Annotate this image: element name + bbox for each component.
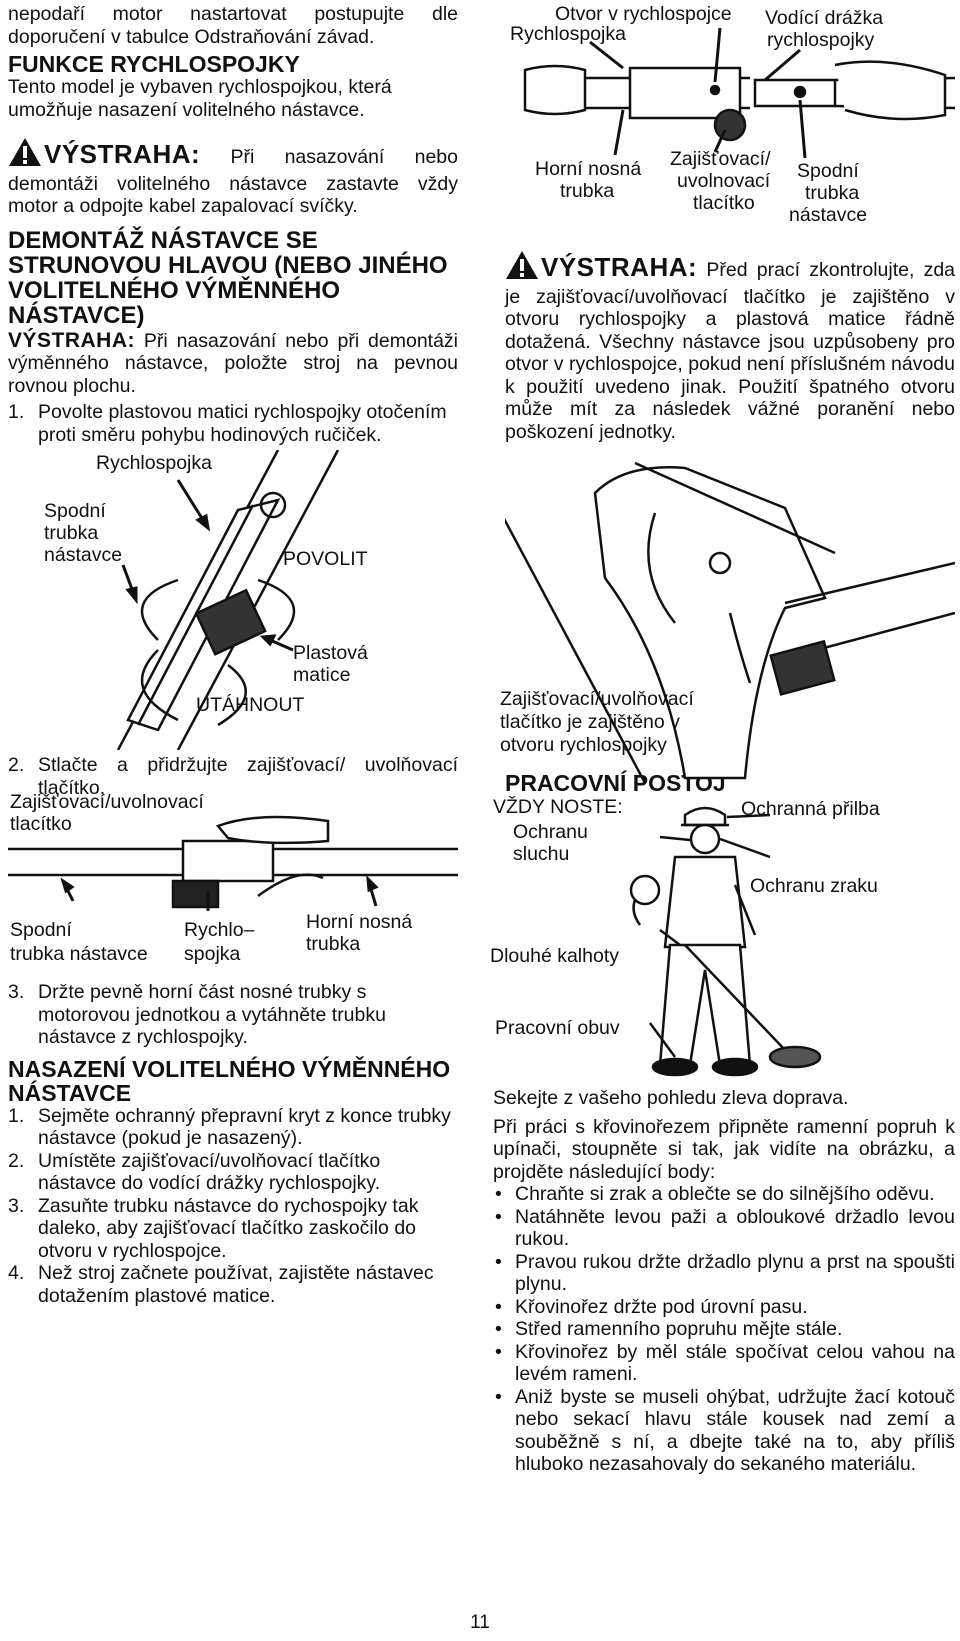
locked-button-drawing — [505, 461, 955, 783]
quick-coupler-text: Tento model je vybaven rychlospojkou, kt… — [8, 76, 392, 121]
list-item: Chraňte si zrak a oblečte se do silnější… — [493, 1183, 955, 1206]
label-lower-tube-3: nástavce — [44, 544, 123, 566]
label-always-wear: VŽDY NOSTE: — [493, 796, 623, 818]
removal-step-2: 2.Stlačte a přidržujte zajišťovací/ uvol… — [8, 754, 458, 799]
label-coupler-hole: Otvor v rychlospojce — [555, 3, 732, 25]
label-coupler-b: spojka — [184, 943, 241, 965]
label-upper-shaft-b: trubka — [306, 933, 361, 955]
label-lower-tube-b: trubka nástavce — [10, 943, 148, 965]
press-button-drawing — [8, 815, 458, 911]
figure-press-button: Zajišťovací/uvolnovací tlacítko Spodní t… — [8, 791, 458, 981]
removal-step-3: 3.Držte pevně horní část nosné trubky s … — [8, 981, 386, 1048]
label-locked-2: tlačítko je zajištěno v — [500, 711, 680, 733]
label-coupler: Rychlospojka — [96, 452, 212, 474]
label-upper-shaft-2: trubka — [560, 180, 615, 202]
warning-3: VÝSTRAHA: Před prací zkontrolujte, zda j… — [505, 250, 955, 443]
heading-attach: NASAZENÍ VOLITELNÉHO VÝMĚNNÉHO NÁSTAVCE — [8, 1055, 451, 1106]
label-locked-3: otvoru rychlospojky — [500, 734, 667, 756]
label-upper-shaft-a: Horní nosná — [306, 911, 413, 933]
label-plastic-nut-1: Plastová — [293, 642, 368, 664]
warning-2-title: VÝSTRAHA: — [8, 328, 136, 352]
label-hearing-1: Ochranu — [513, 821, 588, 843]
label-loosen: POVOLIT — [283, 548, 368, 570]
list-item: Křovinořez by měl stále spočívat celou v… — [493, 1341, 955, 1386]
posture-text: Při práci s křovinořezem připněte ramenn… — [493, 1115, 955, 1183]
right-column: Otvor v rychlospojce Vodící drážka rychl… — [490, 0, 955, 1476]
coupler-nut-drawing — [116, 450, 340, 750]
attach-step: 3.Zasuňte trubku nástavce do rychospojky… — [8, 1194, 419, 1262]
label-tighten: UTÁHNOUT — [196, 694, 305, 716]
label-lower-tube-a: Spodní — [10, 919, 72, 941]
list-item: Střed ramenního popruhu mějte stále. — [493, 1318, 955, 1341]
label-release-button-2: tlacítko — [10, 813, 72, 835]
label-upper-shaft-1: Horní nosná — [535, 158, 642, 180]
label-lower-tube-r2: trubka — [805, 182, 860, 204]
figure-coupler-parts: Otvor v rychlospojce Vodící drážka rychl… — [505, 0, 955, 240]
warning-3-title: VÝSTRAHA: — [541, 252, 698, 282]
figure-working-posture: VŽDY NOSTE: Ochranná přilba Ochranu sluc… — [490, 795, 955, 1085]
figure-loosen-nut: Rychlospojka Spodní trubka nástavce POVO… — [8, 450, 458, 750]
attach-step: 1.Sejměte ochranný přepravní kryt z konc… — [8, 1104, 451, 1150]
cut-direction: Sekejte z vašeho pohledu zleva doprava. — [493, 1087, 849, 1109]
operator-drawing — [629, 806, 822, 1077]
coupler-parts-drawing — [523, 27, 955, 159]
attach-step: 2.Umístěte zajišťovací/uvolňovací tlačít… — [8, 1149, 381, 1195]
label-guide-slot-2: rychlospojky — [767, 29, 875, 51]
label-lock-button-1: Zajišťovací/ — [670, 148, 771, 170]
label-lock-button-2: uvolnovací — [677, 170, 771, 192]
label-lower-tube-r3: nástavce — [789, 204, 868, 226]
label-lower-tube-2: trubka — [44, 522, 99, 544]
warning-2-text: Při nasazování nebo při demontáži výměnn… — [8, 329, 459, 397]
warning-1-text: Při nasazování nebo demontáži volitelnéh… — [8, 146, 458, 217]
removal-step-1: 1.Povolte plastovou matici rychlospojky … — [8, 401, 447, 446]
label-coupler-a: Rychlo– — [184, 919, 255, 941]
left-column: nepodaří motor nastartovat postupujte dl… — [8, 0, 458, 1307]
posture-bullets: Chraňte si zrak a oblečte se do silnější… — [493, 1183, 955, 1476]
label-long-pants: Dlouhé kalhoty — [490, 945, 619, 967]
warning-2: VÝSTRAHA: Při nasazování nebo při demont… — [8, 328, 459, 398]
label-guide-slot-1: Vodící drážka — [765, 7, 884, 29]
label-lower-tube-r1: Spodní — [797, 160, 859, 182]
warning-1-title: VÝSTRAHA: — [44, 139, 201, 169]
intro-text: nepodaří motor nastartovat postupujte dl… — [8, 3, 458, 48]
label-hearing-2: sluchu — [513, 843, 570, 865]
label-helmet: Ochranná přilba — [741, 798, 880, 820]
list-item: Křovinořez držte pod úrovní pasu. — [493, 1296, 955, 1319]
figure-button-locked: Zajišťovací/uvolňovací tlačítko je zajiš… — [500, 453, 955, 783]
label-release-button-1: Zajišťovací/uvolnovací — [10, 791, 204, 813]
warning-3-text: Před prací zkontrolujte, zda je zajišťov… — [505, 259, 956, 443]
warning-triangle-icon — [8, 137, 42, 173]
label-lock-button-3: tlacítko — [693, 192, 755, 214]
heading-removal: DEMONTÁŽ NÁSTAVCE SE STRUNOVOU HLAVOU (N… — [8, 226, 448, 329]
attach-steps: 1.Sejměte ochranný přepravní kryt z konc… — [8, 1105, 458, 1308]
label-plastic-nut-2: matice — [293, 664, 351, 686]
list-item: Aniž byste se museli ohýbat, udržujte ža… — [493, 1386, 955, 1476]
label-coupler-top: Rychlospojka — [510, 23, 626, 45]
label-work-boots: Pracovní obuv — [495, 1017, 620, 1039]
warning-triangle-icon — [505, 250, 539, 286]
heading-quick-coupler: FUNKCE RYCHLOSPOJKY — [8, 51, 300, 77]
list-item: Natáhněte levou paži a obloukové držadlo… — [493, 1206, 955, 1251]
label-lower-tube-1: Spodní — [44, 500, 106, 522]
list-item: Pravou rukou držte držadlo plynu a prst … — [493, 1251, 955, 1296]
warning-1: VÝSTRAHA: Při nasazování nebo demontáži … — [8, 137, 458, 218]
attach-step: 4.Než stroj začnete používat, zajistěte … — [8, 1262, 434, 1307]
label-eye-protection: Ochranu zraku — [750, 875, 878, 897]
page-number: 11 — [470, 1612, 490, 1633]
label-locked-1: Zajišťovací/uvolňovací — [500, 688, 694, 710]
